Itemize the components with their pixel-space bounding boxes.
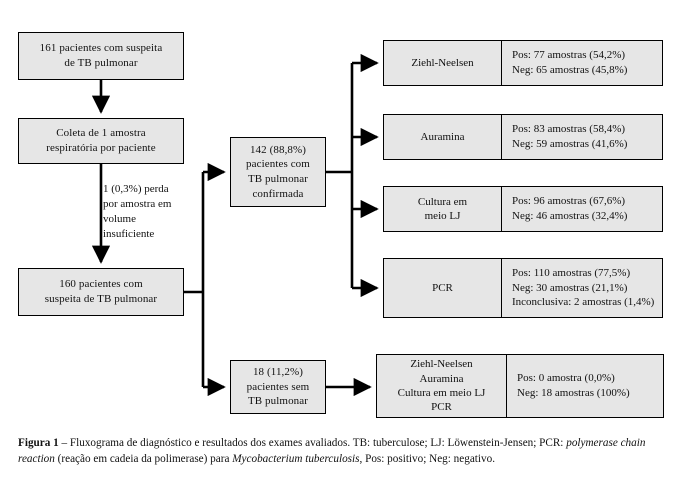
node-suspects-after-loss: 160 pacientes com suspeita de TB pulmona…	[18, 268, 184, 316]
result-row-cultura-lj: Cultura em meio LJ Pos: 96 amostras (67,…	[383, 186, 663, 232]
result-test-name: Ziehl-Neelsen	[384, 41, 502, 85]
node-not-confirmed-tb-text: 18 (11,2%) pacientes sem TB pulmonar	[246, 366, 310, 408]
result-test-name: Cultura em meio LJ	[384, 187, 502, 231]
label-sample-loss: 1 (0,3%) perda por amostra em volume ins…	[103, 183, 172, 240]
result-test-values: Pos: 96 amostras (67,6%) Neg: 46 amostra…	[512, 195, 628, 222]
figure-caption-label: Figura 1	[18, 437, 59, 449]
figure-caption-part3: , Pos: positivo; Neg: negativo.	[359, 452, 496, 465]
node-sample-collection: Coleta de 1 amostra respiratória por pac…	[18, 118, 184, 164]
node-suspects-after-loss-text: 160 pacientes com suspeita de TB pulmona…	[44, 278, 158, 305]
result-test-values: Pos: 83 amostras (58,4%) Neg: 59 amostra…	[512, 123, 628, 150]
node-initial-suspects: 161 pacientes com suspeita de TB pulmona…	[18, 32, 184, 80]
result-test-values: Pos: 0 amostra (0,0%) Neg: 18 amostras (…	[517, 372, 630, 399]
result-row-pcr: PCR Pos: 110 amostras (77,5%) Neg: 30 am…	[383, 258, 663, 318]
result-test-values: Pos: 77 amostras (54,2%) Neg: 65 amostra…	[512, 49, 628, 76]
node-sample-collection-text: Coleta de 1 amostra respiratória por pac…	[46, 127, 156, 154]
node-confirmed-tb-text: 142 (88,8%) pacientes com TB pulmonar co…	[246, 143, 310, 200]
figure-caption-part2: (reação em cadeia da polimerase) para	[57, 452, 230, 465]
result-test-values: Pos: 110 amostras (77,5%) Neg: 30 amostr…	[512, 266, 655, 309]
figure-caption-italic2: Mycobacterium tuberculosis	[232, 452, 360, 465]
result-test-name: PCR	[384, 259, 502, 317]
result-test-name: Auramina	[384, 115, 502, 159]
figure-caption-italic1: polymerase chain reaction	[18, 437, 646, 465]
figure-caption-part1: Fluxograma de diagnóstico e resultados d…	[69, 437, 564, 449]
node-not-confirmed-tb: 18 (11,2%) pacientes sem TB pulmonar	[230, 360, 326, 414]
figure-caption-dash: –	[61, 437, 68, 449]
result-row-auramina: Auramina Pos: 83 amostras (58,4%) Neg: 5…	[383, 114, 663, 160]
result-row-negative-all-tests: Ziehl-Neelsen Auramina Cultura em meio L…	[376, 354, 664, 418]
figure-caption: Figura 1 – Fluxograma de diagnóstico e r…	[18, 436, 678, 468]
node-initial-suspects-text: 161 pacientes com suspeita de TB pulmona…	[39, 42, 163, 69]
result-test-name: Ziehl-Neelsen Auramina Cultura em meio L…	[377, 355, 507, 417]
flowchart-canvas: 161 pacientes com suspeita de TB pulmona…	[18, 32, 664, 418]
result-row-ziehl-neelsen: Ziehl-Neelsen Pos: 77 amostras (54,2%) N…	[383, 40, 663, 86]
node-confirmed-tb: 142 (88,8%) pacientes com TB pulmonar co…	[230, 137, 326, 207]
